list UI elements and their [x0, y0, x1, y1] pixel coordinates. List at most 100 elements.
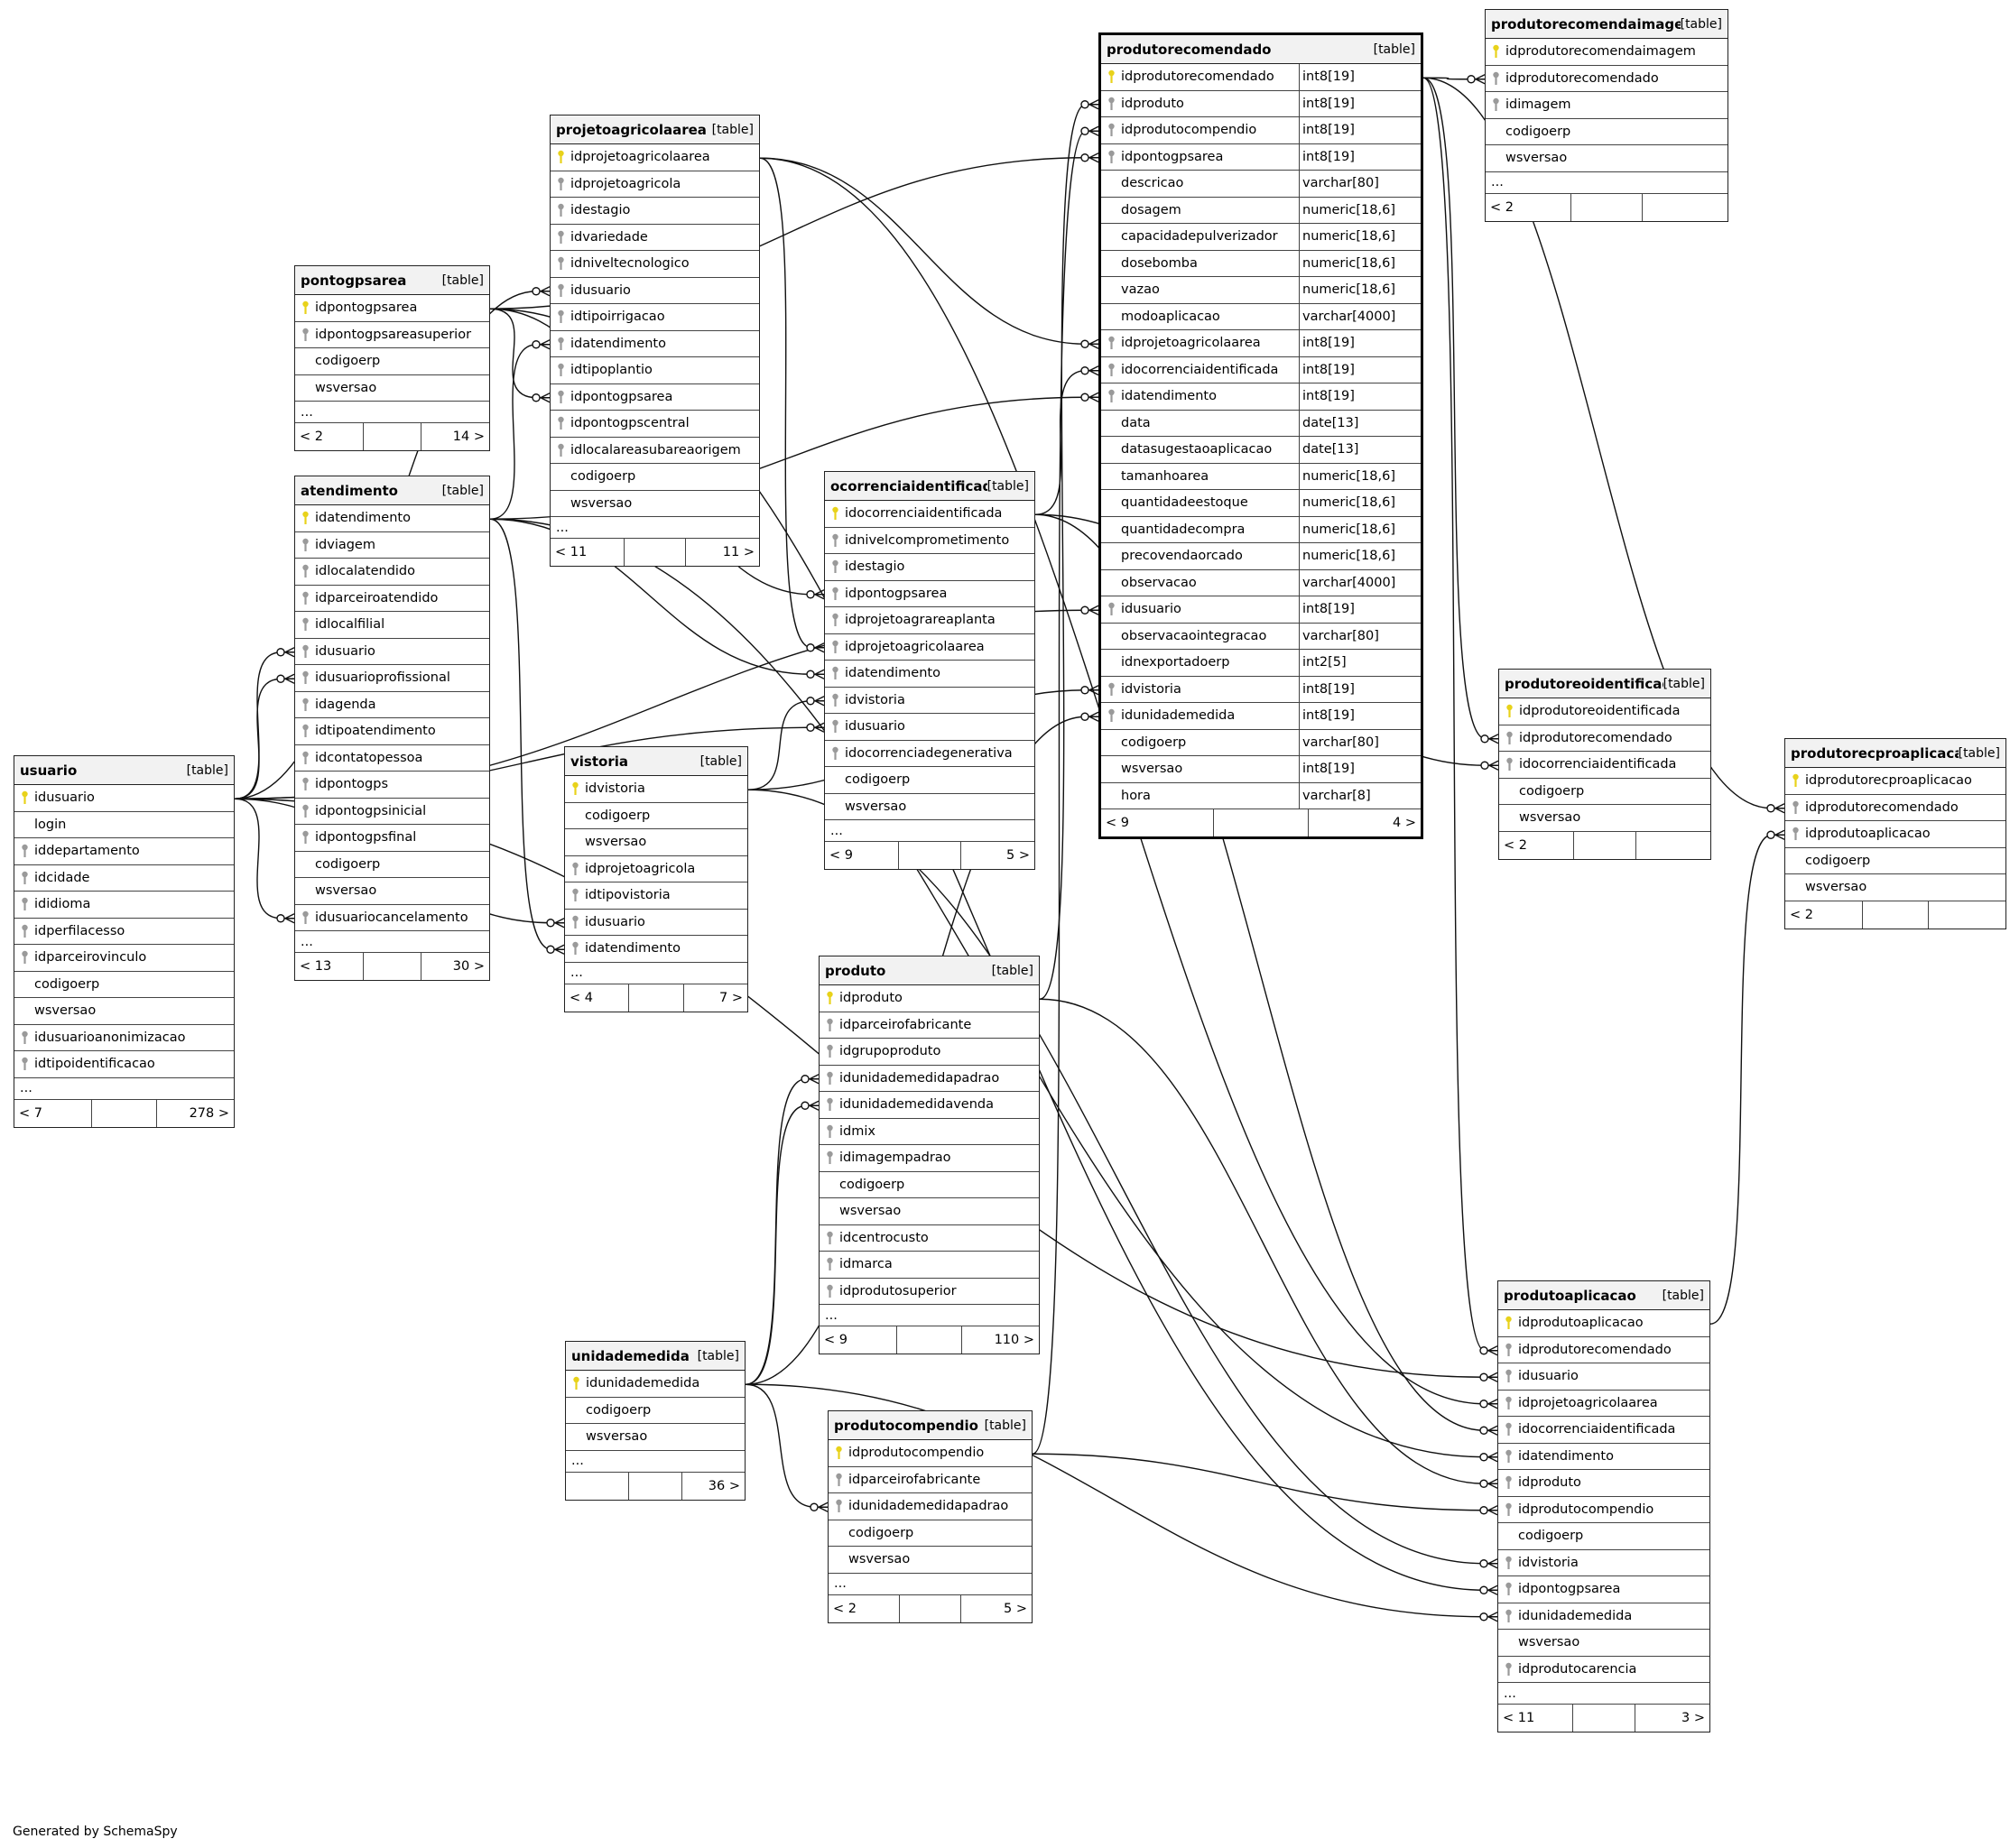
children-count[interactable]: 30 >: [452, 959, 485, 974]
column-row[interactable]: idprojetoagricolaarea: [551, 144, 759, 171]
table-projetoagricolaarea[interactable]: projetoagricolaarea[table]idprojetoagric…: [550, 115, 760, 567]
table-name[interactable]: vistoria: [570, 753, 628, 770]
column-row[interactable]: codigoerp: [551, 464, 759, 491]
parents-count[interactable]: < 13: [295, 953, 364, 980]
column-row[interactable]: idprodutorecomendado: [1785, 795, 2005, 821]
column-row[interactable]: wsversao: [566, 1424, 745, 1451]
column-row[interactable]: idagenda: [295, 692, 489, 718]
column-row[interactable]: wsversao: [820, 1198, 1039, 1225]
column-row[interactable]: idprodutoreoidentificada: [1499, 698, 1710, 725]
column-row[interactable]: wsversao: [14, 998, 234, 1025]
table-produtocompendio[interactable]: produtocompendio[table]idprodutocompendi…: [828, 1410, 1033, 1623]
column-row[interactable]: idpontogpsareasuperior: [295, 322, 489, 348]
table-name[interactable]: produto: [825, 962, 886, 979]
column-row[interactable]: codigoerp: [825, 767, 1034, 794]
table-name[interactable]: atendimento: [301, 482, 398, 499]
parents-count[interactable]: < 2: [1785, 901, 1864, 929]
column-row[interactable]: idprodutoaplicacao: [1785, 821, 2005, 848]
parents-count[interactable]: < 2: [1499, 831, 1574, 859]
column-row[interactable]: codigoerp: [14, 972, 234, 998]
column-row[interactable]: idimagempadrao: [820, 1145, 1039, 1172]
column-row[interactable]: idprojetoagricola: [551, 171, 759, 198]
column-row[interactable]: idvistoria: [1498, 1550, 1709, 1576]
column-row[interactable]: idpontogpsfinal: [295, 825, 489, 852]
column-row[interactable]: idperfilacesso: [14, 919, 234, 945]
column-row[interactable]: idocorrenciaidentificada: [825, 501, 1034, 528]
column-row[interactable]: idnivelcomprometimento: [825, 528, 1034, 554]
column-row[interactable]: idusuario: [551, 278, 759, 304]
children-count[interactable]: 36 >: [708, 1478, 740, 1493]
column-row[interactable]: idusuarioprofissional: [295, 665, 489, 692]
column-row[interactable]: idparceirofabricante: [829, 1467, 1032, 1493]
column-row[interactable]: idusuario: [1498, 1363, 1709, 1391]
children-count[interactable]: [1636, 832, 1710, 859]
table-produtorecomendaimagem[interactable]: produtorecomendaimagem[table]idprodutore…: [1485, 9, 1728, 222]
column-row[interactable]: idprojetoagricolaarea: [1498, 1391, 1709, 1417]
column-row[interactable]: idmarca: [820, 1252, 1039, 1279]
column-row[interactable]: idproduto: [1498, 1470, 1709, 1497]
column-row[interactable]: codigoerp: [1499, 779, 1710, 805]
column-row[interactable]: idprodutorecomendaimagem: [1486, 39, 1727, 66]
column-row[interactable]: wsversao: [1785, 874, 2005, 901]
parents-count[interactable]: < 11: [1498, 1705, 1573, 1732]
column-row[interactable]: idprodutocompendio: [829, 1440, 1032, 1467]
column-row[interactable]: idestagio: [551, 198, 759, 225]
column-row[interactable]: idunidademedidapadrao: [820, 1066, 1039, 1092]
column-row[interactable]: idtipoplantio: [551, 357, 759, 384]
column-row[interactable]: idunidademedidapadrao: [829, 1493, 1032, 1520]
column-row[interactable]: wsversao: [829, 1547, 1032, 1574]
column-row[interactable]: idgrupoproduto: [820, 1039, 1039, 1066]
column-row[interactable]: wsversao: [295, 375, 489, 402]
column-row[interactable]: idusuario: [825, 714, 1034, 741]
table-produtorecproaplicacao[interactable]: produtorecproaplicacao[table]idprodutore…: [1784, 738, 2006, 929]
column-row[interactable]: idprojetoagricolaarea: [825, 634, 1034, 661]
column-row[interactable]: idimagem: [1486, 92, 1727, 119]
column-row[interactable]: idprodutocarencia: [1498, 1657, 1709, 1683]
parents-count[interactable]: < 9: [820, 1326, 897, 1354]
column-row[interactable]: idpontogpsarea: [295, 295, 489, 322]
column-row[interactable]: idusuario: [565, 910, 747, 936]
column-row[interactable]: idlocalareasubareaorigem: [551, 438, 759, 464]
column-row[interactable]: codigoerp: [820, 1172, 1039, 1198]
column-row[interactable]: idunidademedidavenda: [820, 1092, 1039, 1119]
column-row[interactable]: idparceirovinculo: [14, 945, 234, 972]
parents-count[interactable]: < 11: [551, 539, 625, 566]
column-row[interactable]: idprojetoagricola: [565, 856, 747, 882]
column-row[interactable]: idtipoidentificacao: [14, 1051, 234, 1078]
table-name[interactable]: unidademedida: [571, 1347, 690, 1364]
children-count[interactable]: 3 >: [1681, 1711, 1705, 1725]
column-row[interactable]: idprodutocompendio: [1498, 1497, 1709, 1523]
column-row[interactable]: codigoerp: [295, 852, 489, 878]
table-name[interactable]: projetoagricolaarea: [556, 121, 707, 138]
column-row[interactable]: codigoerp: [1498, 1523, 1709, 1550]
column-row[interactable]: login: [14, 812, 234, 838]
children-count[interactable]: 5 >: [1004, 1601, 1027, 1616]
parents-count[interactable]: [566, 1472, 629, 1500]
children-count[interactable]: 14 >: [452, 430, 485, 444]
parents-count[interactable]: < 9: [1101, 809, 1215, 836]
children-count[interactable]: 110 >: [994, 1333, 1035, 1347]
column-row[interactable]: wsversao: [1498, 1630, 1709, 1657]
column-row[interactable]: codigoerp: [295, 348, 489, 375]
column-row[interactable]: codigoerp: [829, 1520, 1032, 1547]
column-row[interactable]: idusuario: [14, 785, 234, 812]
column-row[interactable]: idproduto: [820, 985, 1039, 1012]
